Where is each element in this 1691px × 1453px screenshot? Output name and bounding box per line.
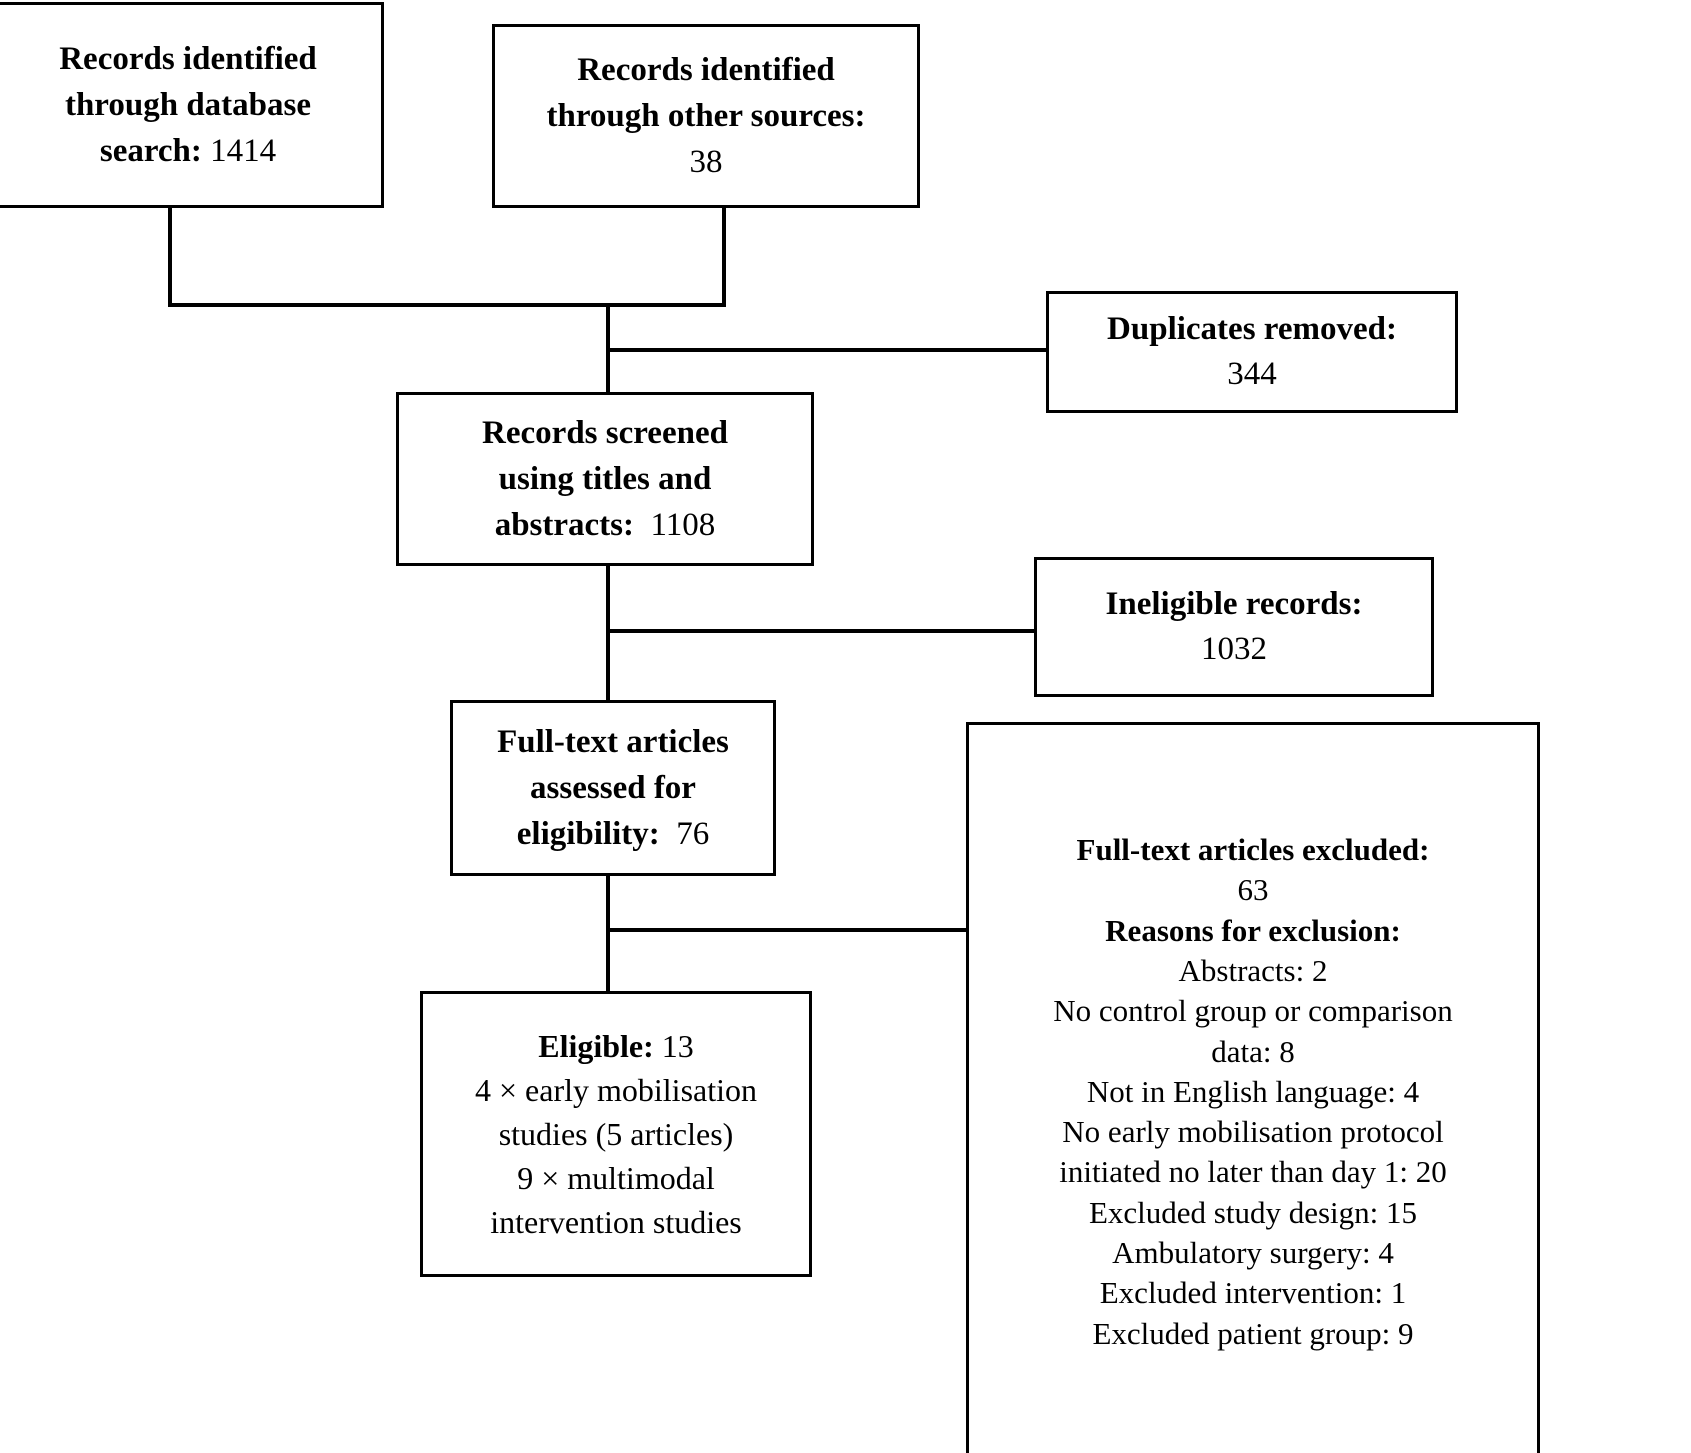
box-value: 1414	[210, 133, 277, 170]
box-label: eligibility:	[516, 816, 660, 853]
reason-item: Abstracts: 2	[1178, 952, 1328, 988]
box-eligible-studies: Eligible: 13 4 × early mobilisation stud…	[420, 991, 812, 1277]
connector-to-ineligible	[606, 629, 1036, 633]
excluded-count: 63	[1237, 872, 1269, 908]
box-value: 38	[689, 144, 723, 181]
box-line: Duplicates removed:	[1107, 311, 1397, 348]
eligible-headline: Eligible: 13	[423, 1024, 809, 1068]
box-label: search:	[99, 133, 202, 170]
box-records-identified-other-sources: Records identified through other sources…	[492, 24, 920, 208]
box-full-text-articles-assessed: Full-text articles assessed for eligibil…	[450, 700, 776, 876]
box-full-text-articles-excluded: Full-text articles excluded: 63 Reasons …	[966, 722, 1540, 1453]
reason-item: No control group or comparison	[1053, 993, 1453, 1029]
excluded-heading: Full-text articles excluded:	[1076, 832, 1430, 868]
connector-to-excluded	[606, 928, 968, 932]
box-records-screened: Records screened using titles and abstra…	[396, 392, 814, 566]
reasons-heading: Reasons for exclusion:	[1105, 912, 1401, 948]
reason-item: initiated no later than day 1: 20	[1059, 1154, 1447, 1190]
connector-screened-down	[606, 563, 610, 703]
box-label: abstracts:	[494, 507, 635, 544]
connector-db-down	[168, 206, 172, 307]
box-line: assessed for	[530, 769, 696, 806]
eligible-breakdown-line: intervention studies	[490, 1204, 742, 1241]
box-duplicates-removed: Duplicates removed: 344	[1046, 291, 1458, 413]
box-line-value: eligibility: 76	[453, 811, 773, 857]
reason-item: data: 8	[1211, 1033, 1295, 1069]
box-value: 1108	[650, 507, 716, 544]
connector-fulltext-down	[606, 873, 610, 993]
box-records-identified-database: Records identified through database sear…	[0, 2, 384, 208]
box-line: Records identified	[59, 40, 317, 77]
box-line: using titles and	[498, 460, 712, 497]
box-value: 344	[1227, 356, 1277, 392]
eligible-label: Eligible:	[538, 1027, 654, 1064]
box-line-value: search: 1414	[0, 128, 381, 174]
box-line: through other sources:	[546, 97, 866, 134]
box-line: Full-text articles	[497, 723, 729, 760]
reason-item: Excluded study design: 15	[1088, 1194, 1418, 1230]
reason-item: Excluded patient group: 9	[1092, 1315, 1414, 1351]
connector-to-duplicates	[606, 348, 1048, 352]
eligible-value: 13	[661, 1027, 694, 1064]
eligible-breakdown-line: 9 × multimodal	[517, 1160, 715, 1197]
box-value: 1032	[1201, 631, 1267, 667]
reason-item: No early mobilisation protocol	[1062, 1114, 1444, 1150]
connector-merge-bar	[168, 303, 726, 307]
connector-other-down	[722, 206, 726, 307]
box-value: 76	[676, 816, 710, 853]
box-line: Ineligible records:	[1105, 586, 1363, 623]
box-line: Records identified	[577, 51, 835, 88]
box-line: through database	[64, 86, 312, 123]
reason-item: Excluded intervention: 1	[1099, 1275, 1407, 1311]
box-line-value: abstracts: 1108	[399, 502, 811, 548]
eligible-breakdown-line: studies (5 articles)	[498, 1115, 734, 1152]
eligible-breakdown-line: 4 × early mobilisation	[475, 1071, 757, 1108]
reason-item: Ambulatory surgery: 4	[1112, 1235, 1394, 1271]
connector-merge-stem	[606, 303, 610, 392]
box-line: Records screened	[482, 414, 728, 451]
reason-item: Not in English language: 4	[1086, 1073, 1420, 1109]
box-ineligible-records: Ineligible records: 1032	[1034, 557, 1434, 697]
